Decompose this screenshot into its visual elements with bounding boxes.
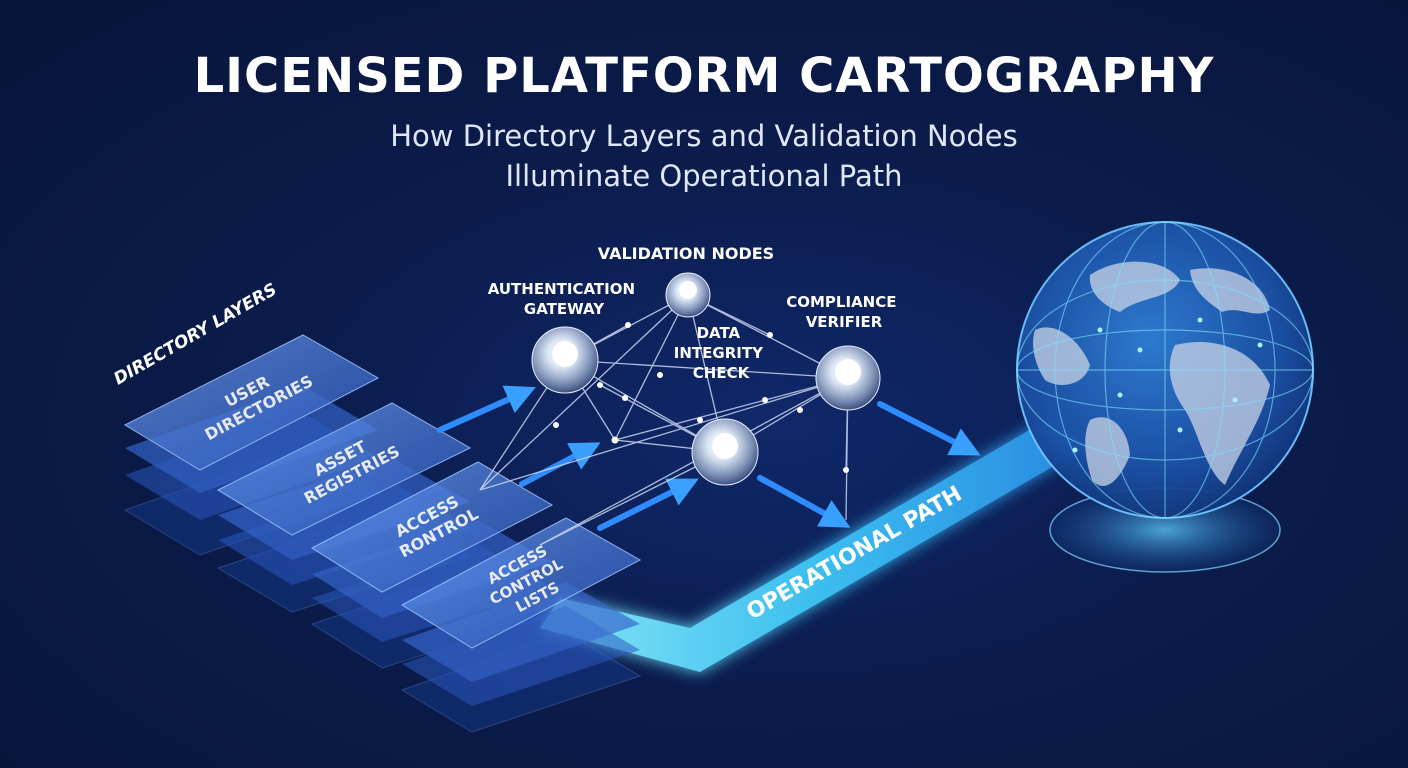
node-authentication-gateway: AUTHENTICATION GATEWAY: [488, 280, 641, 394]
arrow-asset-registries: [519, 442, 601, 487]
page-subtitle: How Directory Layers and Validation Node…: [0, 116, 1408, 196]
validation-nodes: VALIDATION NODES AUTHENTICATION GATEWAY …: [488, 244, 901, 486]
globe-base: [1050, 488, 1280, 572]
layer-stack-access-control-lists: ACCESS CONTROL LISTS: [400, 517, 642, 733]
validation-nodes-heading: VALIDATION NODES: [598, 244, 774, 263]
arrow-user-directories: [437, 385, 536, 433]
arrow-to-path-b: [877, 401, 981, 456]
node-authentication-gateway-line-1: AUTHENTICATION: [488, 280, 635, 298]
globe: [1016, 221, 1314, 573]
node-data-integrity-check-line-1: DATA: [697, 324, 741, 342]
node-authentication-gateway-line-2: GATEWAY: [524, 300, 605, 318]
layer-user-directories: [123, 334, 380, 471]
arrow-to-path-a: [757, 475, 851, 528]
globe-gridlines: [1016, 221, 1314, 519]
svg-text:DATA INTEGRITY: DATA INTEGRITY CHECK: [674, 324, 768, 382]
node-compliance-verifier-line-1: COMPLIANCE: [786, 293, 896, 311]
network-junctions: [553, 322, 849, 473]
globe-continents: [1033, 261, 1270, 486]
node-top: [665, 272, 711, 318]
svg-text:COMPLIANCE VERIFIER: COMPLIANCE VERIFIER: [786, 293, 901, 331]
operational-path-band: [540, 418, 1088, 672]
node-data-integrity-check: DATA INTEGRITY CHECK: [674, 324, 768, 486]
input-arrows: [437, 385, 981, 531]
layer-access-rontrol: [310, 461, 554, 593]
arrow-access-rontrol: [597, 478, 699, 531]
layer-asset-registries: [216, 402, 472, 536]
page-title: LICENSED PLATFORM CARTOGRAPHY: [193, 48, 1215, 104]
globe-network-points: [1072, 317, 1263, 453]
subtitle-line-1: How Directory Layers and Validation Node…: [390, 119, 1018, 153]
subtitle-line-2: Illuminate Operational Path: [505, 159, 903, 193]
node-compliance-verifier: COMPLIANCE VERIFIER: [786, 293, 901, 411]
layer-access-control-lists: [400, 517, 642, 649]
operational-path: OPERATIONAL PATH: [540, 418, 1088, 672]
node-data-integrity-check-line-3: CHECK: [693, 364, 751, 382]
node-compliance-verifier-line-2: VERIFIER: [806, 313, 883, 331]
operational-path-label: OPERATIONAL PATH: [743, 482, 967, 626]
node-data-integrity-check-line-2: INTEGRITY: [674, 344, 764, 362]
svg-text:AUTHENTICATION GATEWAY: AUTHENTICATION GATEWAY: [488, 280, 641, 318]
